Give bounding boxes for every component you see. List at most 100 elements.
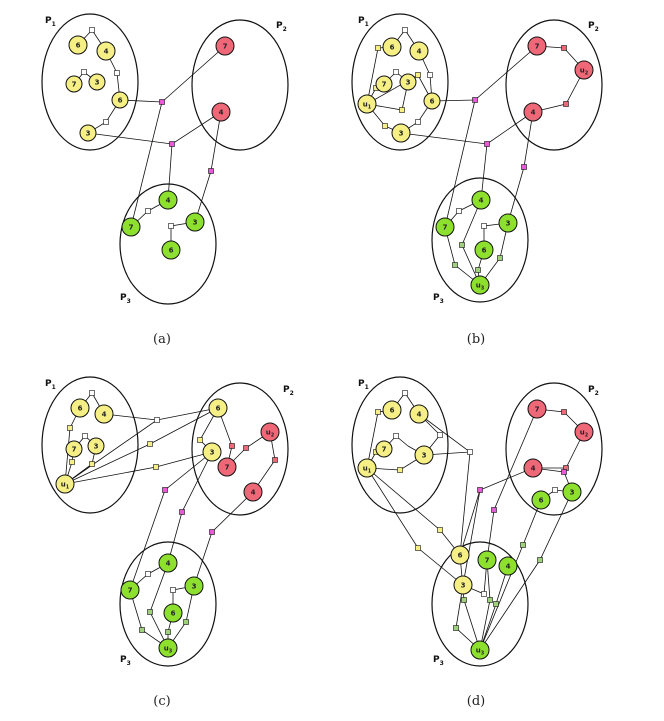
node-label: 7 (223, 43, 228, 51)
node-label: u2 (266, 429, 275, 439)
partition-label: P2 (588, 21, 599, 33)
bend-point (487, 597, 493, 603)
node-circle (562, 482, 582, 502)
node-circle (527, 36, 547, 56)
bend-point (552, 487, 558, 493)
node-circle (211, 102, 231, 122)
bend-point (402, 390, 408, 396)
node: 6 (382, 400, 402, 420)
bend-point (415, 545, 421, 551)
node: 4 (96, 41, 116, 61)
bend-point (169, 141, 175, 147)
node-label: 7 (382, 446, 387, 454)
bend-point (179, 509, 185, 515)
node-label: 3 (94, 443, 99, 451)
node-circle (527, 399, 547, 419)
bend-point (147, 441, 153, 447)
node-label: u3 (476, 282, 485, 292)
node-circle (208, 398, 228, 418)
bend-point (484, 141, 490, 147)
node-label: u3 (476, 647, 485, 657)
partition-label: P3 (433, 293, 444, 305)
edge (167, 451, 213, 564)
node: 6 (111, 91, 129, 109)
node: 6 (163, 603, 183, 623)
edge (193, 491, 254, 587)
partition-ellipse (41, 13, 139, 151)
node: 6 (70, 398, 90, 418)
edge (455, 584, 481, 651)
node-circle (375, 75, 393, 93)
bend-point (243, 445, 249, 451)
partition-label: P1 (358, 379, 369, 391)
bend-point (183, 619, 189, 625)
node: 3 (562, 482, 582, 502)
node-circle (450, 545, 470, 565)
panel-caption: (a) (153, 332, 171, 347)
node: u3 (470, 640, 490, 660)
bend-point (197, 437, 203, 443)
node-circle (70, 398, 90, 418)
node-label: 3 (192, 583, 197, 591)
node-label: 7 (129, 224, 134, 232)
bend-point (159, 99, 165, 105)
bend-point (147, 609, 153, 615)
edge (194, 111, 222, 223)
bend-point (145, 571, 151, 577)
node: 4 (211, 102, 231, 122)
node-circle (498, 556, 518, 576)
bend-point (375, 45, 381, 51)
node-circle (391, 123, 411, 143)
node-circle (184, 576, 204, 596)
node: 4 (409, 41, 429, 61)
edge (130, 101, 163, 228)
bend-point (375, 409, 381, 415)
node-label: 4 (417, 411, 422, 419)
edge (149, 562, 169, 649)
node-circle (96, 41, 116, 61)
bend-point (170, 587, 176, 593)
node-circle (87, 437, 105, 455)
node-label: 6 (539, 497, 544, 505)
node-label: 3 (95, 79, 100, 87)
bend-point (114, 70, 120, 76)
bend-point (402, 27, 408, 33)
bend-point (67, 425, 73, 431)
bend-point (467, 449, 473, 455)
node-label: 6 (169, 247, 174, 255)
node-label: u2 (580, 429, 589, 439)
node: 3 (202, 442, 222, 462)
node-circle (243, 482, 263, 502)
node: u1 (55, 474, 75, 494)
node: 4 (409, 404, 429, 424)
panel-caption: (d) (467, 694, 485, 709)
node-label: 7 (72, 446, 77, 454)
node: 7 (65, 440, 83, 458)
node: 6 (474, 240, 494, 260)
node-label: 3 (210, 449, 215, 457)
panel-caption: (b) (467, 332, 485, 347)
edge (119, 45, 226, 103)
node-circle (523, 102, 543, 122)
node-label: 4 (531, 465, 536, 473)
node-circle (158, 638, 178, 658)
bend-point (520, 542, 526, 548)
node-label: 3 (570, 489, 575, 497)
node-label: 4 (506, 563, 511, 571)
bend-point (81, 69, 87, 75)
node-circle (158, 553, 178, 573)
node: 3 (414, 445, 434, 465)
node-circle (474, 240, 494, 260)
node: u2 (260, 422, 280, 442)
partition-ellipse (119, 183, 217, 305)
node-label: 4 (219, 109, 224, 117)
bend-point (382, 123, 388, 129)
partition-ellipse (505, 382, 603, 516)
node: 7 (527, 36, 547, 56)
bend-point (89, 390, 95, 396)
node-circle (94, 404, 114, 424)
panel-caption: (c) (153, 694, 170, 709)
bend-point (153, 464, 159, 470)
bend-point (475, 267, 481, 273)
